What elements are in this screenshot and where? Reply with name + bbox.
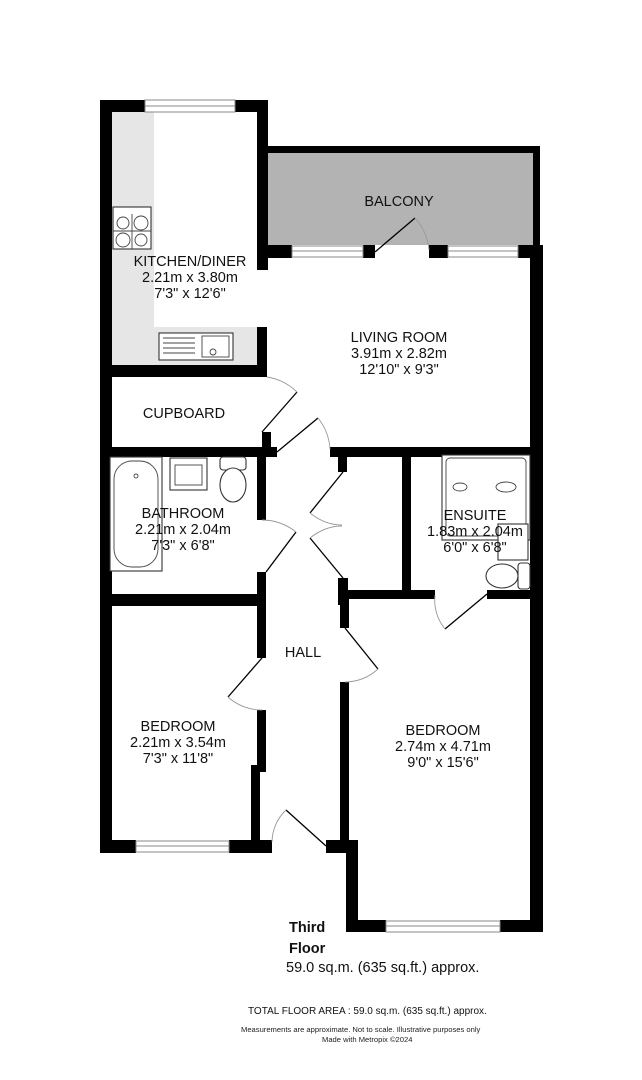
room-label-living-room: LIVING ROOM 3.91m x 2.82m 12'10" x 9'3"	[351, 330, 448, 378]
disclaimer: Measurements are approximate. Not to sca…	[241, 1025, 481, 1034]
room-name: BEDROOM	[405, 723, 481, 739]
room-name: BALCONY	[364, 194, 434, 210]
kitchen-sink-icon	[158, 332, 234, 361]
windows	[135, 99, 519, 933]
doors	[227, 217, 488, 847]
room-label-hall: HALL	[285, 645, 321, 661]
floor-title-line2: Floor	[289, 941, 326, 957]
room-imperial: 6'0" x 6'8"	[443, 540, 507, 556]
room-metric: 2.21m x 3.54m	[130, 735, 226, 751]
room-label-cupboard: CUPBOARD	[143, 406, 225, 422]
room-name: ENSUITE	[443, 508, 507, 524]
room-imperial: 7'3" x 6'8"	[151, 538, 215, 554]
walls	[100, 100, 543, 932]
room-name: KITCHEN/DINER	[133, 254, 247, 270]
room-label-balcony: BALCONY	[364, 194, 433, 210]
room-imperial: 7'3" x 11'8"	[142, 751, 214, 767]
room-label-kitchen: KITCHEN/DINER 2.21m x 3.80m 7'3" x 12'6"	[134, 254, 247, 302]
room-imperial: 9'0" x 15'6"	[407, 755, 479, 771]
floor-title-line1: Third	[289, 920, 326, 936]
bath-icon	[109, 456, 163, 572]
ensuite-basin-icon	[497, 523, 529, 561]
room-imperial: 12'10" x 9'3"	[359, 362, 439, 378]
room-name: LIVING ROOM	[350, 330, 448, 346]
ensuite-toilet-icon	[485, 562, 531, 590]
room-metric: 2.21m x 2.04m	[135, 522, 231, 538]
bathroom-toilet-icon	[219, 456, 247, 503]
floor-area: 59.0 sq.m. (635 sq.ft.) approx.	[286, 960, 480, 976]
room-metric: 2.21m x 3.80m	[142, 270, 238, 286]
room-imperial: 7'3" x 12'6"	[154, 286, 226, 302]
room-name: BATHROOM	[141, 506, 225, 522]
room-label-ensuite: ENSUITE 1.83m x 2.04m 6'0" x 6'8"	[427, 508, 523, 556]
room-metric: 2.74m x 4.71m	[395, 739, 491, 755]
floor-title: Third Floor	[289, 918, 325, 960]
room-name: HALL	[284, 645, 322, 661]
hob-icon	[112, 206, 152, 250]
room-label-bedroom-1: BEDROOM 2.21m x 3.54m 7'3" x 11'8"	[130, 719, 226, 767]
bathroom-basin-icon	[169, 457, 208, 491]
room-name: CUPBOARD	[142, 406, 226, 422]
room-metric: 3.91m x 2.82m	[351, 346, 447, 362]
made-with-credit: Made with Metropix ©2024	[322, 1035, 413, 1044]
room-label-bedroom-2: BEDROOM 2.74m x 4.71m 9'0" x 15'6"	[395, 723, 491, 771]
room-name: BEDROOM	[140, 719, 216, 735]
room-label-bathroom: BATHROOM 2.21m x 2.04m 7'3" x 6'8"	[135, 506, 231, 554]
room-metric: 1.83m x 2.04m	[427, 524, 523, 540]
total-floor-area: TOTAL FLOOR AREA : 59.0 sq.m. (635 sq.ft…	[248, 1006, 487, 1017]
